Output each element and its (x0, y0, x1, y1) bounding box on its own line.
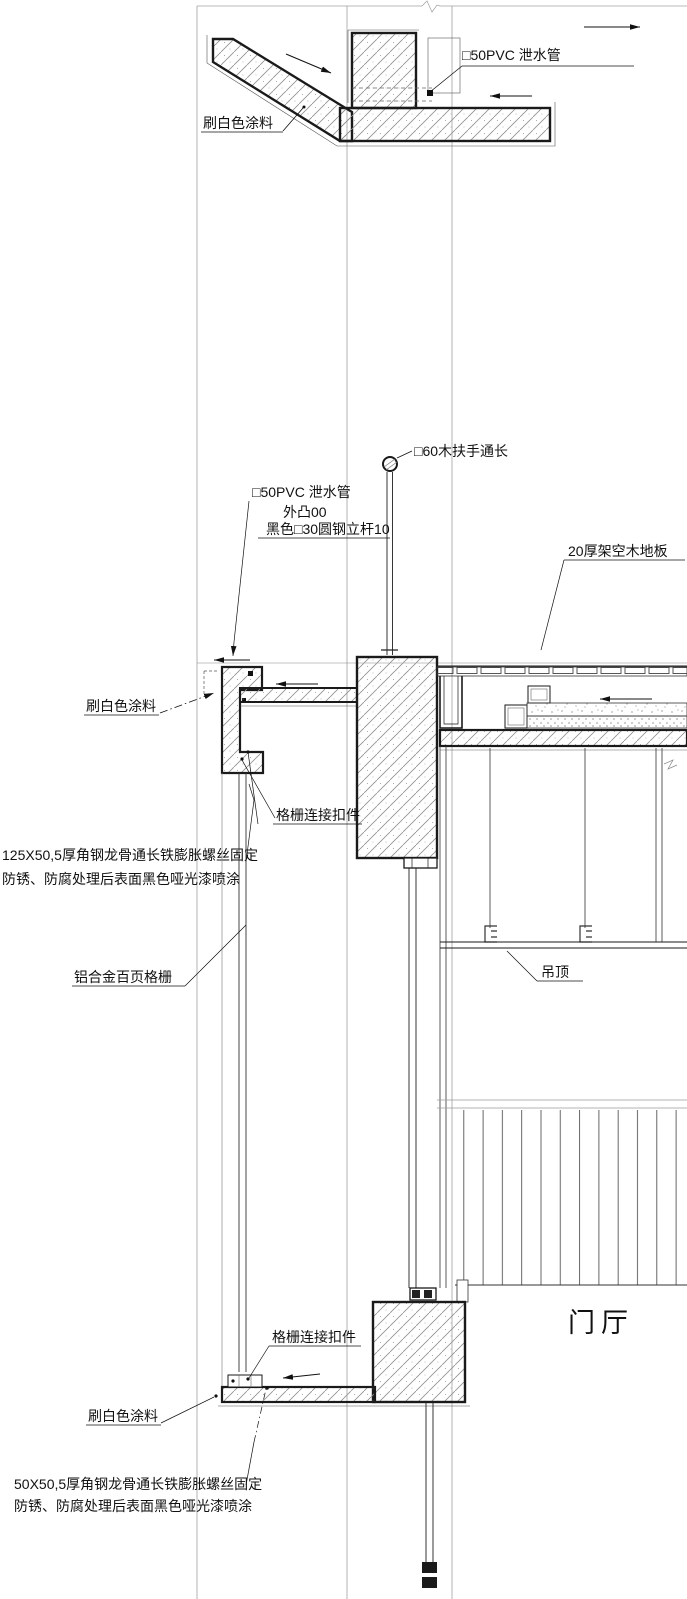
grille-connector-upper-callout: 格栅连接扣件 (240, 750, 362, 825)
louver-frame (238, 773, 247, 1372)
louver-section (221, 773, 247, 1387)
label-protrusion: 外凸00 (283, 504, 327, 520)
drain-outlet-marker (427, 90, 433, 96)
canopy-section (206, 24, 640, 147)
handrail-assembly: □60木扶手通长 (381, 443, 508, 655)
label-grille-connector-lower: 格栅连接扣件 (272, 1329, 356, 1345)
label-white-paint-top: 刷白色涂料 (203, 115, 273, 131)
ceiling-runner-2 (579, 925, 592, 943)
grille-connector-lower-callout: 格栅连接扣件 (246, 1329, 361, 1381)
bottom-slab (220, 1385, 377, 1404)
label-steel-post: 黑色□30圆钢立杆10 (266, 521, 390, 537)
floor-gutter (439, 676, 463, 729)
floor-construction (436, 665, 687, 751)
label-angle-steel-upper-1: 125X50,5厚角钢龙骨通长铁膨胀螺丝固定 (2, 847, 258, 863)
label-white-paint-mid: 刷白色涂料 (86, 698, 156, 714)
label-pvc-drain-mid: □50PVC 泄水管 (252, 484, 351, 500)
label-grille-connector-upper: 格栅连接扣件 (276, 807, 360, 823)
label-angle-steel-lower-2: 防锈、防腐处理后表面黑色哑光漆喷涂 (14, 1498, 252, 1514)
canopy-labels: □50PVC 泄水管 刷白色涂料 (201, 47, 634, 133)
canopy-flat-slab (338, 106, 552, 143)
white-paint-mid-callout: 刷白色涂料 (84, 692, 215, 716)
central-beam (355, 655, 439, 860)
label-angle-steel-lower-1: 50X50,5厚角钢龙骨通长铁膨胀螺丝固定 (14, 1476, 262, 1492)
label-angle-steel-upper-2: 防锈、防腐处理后表面黑色哑光漆喷涂 (2, 871, 240, 887)
bottom-mullion (425, 1402, 434, 1562)
floor-battens (436, 666, 687, 677)
insulation-layer (526, 715, 687, 729)
canopy-upstand (350, 31, 418, 110)
balcony-slab (239, 687, 358, 703)
window-mullion (408, 868, 417, 1288)
label-pvc-drain-top: □50PVC 泄水管 (462, 47, 561, 63)
edge-gutter (220, 665, 265, 775)
angle-steel-upper-note: 125X50,5厚角钢龙骨通长铁膨胀螺丝固定 防锈、防腐处理后表面黑色哑光漆喷涂 (2, 783, 258, 887)
label-handrail: □60木扶手通长 (414, 443, 508, 459)
angle-steel-lower-note: 50X50,5厚角钢龙骨通长铁膨胀螺丝固定 防锈、防腐处理后表面黑色哑光漆喷涂 (14, 1386, 269, 1514)
striped-wall (455, 1110, 687, 1285)
label-aluminum-louver: 铝合金百页格栅 (74, 969, 172, 985)
lower-wall-band (437, 1099, 687, 1286)
middle-structure (197, 655, 687, 1288)
label-white-paint-bottom: 刷白色涂料 (88, 1408, 158, 1424)
louver-callout: 铝合金百页格栅 (72, 924, 247, 987)
flow-arrow-bottom-slab (282, 1373, 321, 1380)
grille-bracket (227, 1374, 263, 1388)
ceiling-zone (439, 746, 687, 1288)
label-lobby: 门厅 (568, 1308, 634, 1338)
handrail-post (381, 472, 398, 655)
bottom-structure (218, 1279, 470, 1588)
right-wall (655, 748, 663, 942)
white-paint-bottom-callout: 刷白色涂料 (86, 1394, 218, 1426)
screed-layer (526, 702, 687, 717)
ceiling-callout: 吊顶 (506, 950, 583, 982)
ceiling-board (440, 941, 687, 949)
structural-slab (438, 728, 687, 748)
mid-callout-block: □50PVC 泄水管 外凸00 黑色□30圆钢立杆10 (230, 484, 390, 657)
label-wood-floor: 20厚架空木地板 (568, 543, 668, 559)
label-ceiling: 吊顶 (541, 964, 569, 980)
ceiling-runner-1 (484, 925, 497, 943)
bottom-beam (371, 1300, 467, 1404)
wood-floor-callout: 20厚架空木地板 (540, 543, 685, 651)
slope-arrow (285, 53, 332, 74)
hidden-drain-pipe (352, 87, 432, 102)
